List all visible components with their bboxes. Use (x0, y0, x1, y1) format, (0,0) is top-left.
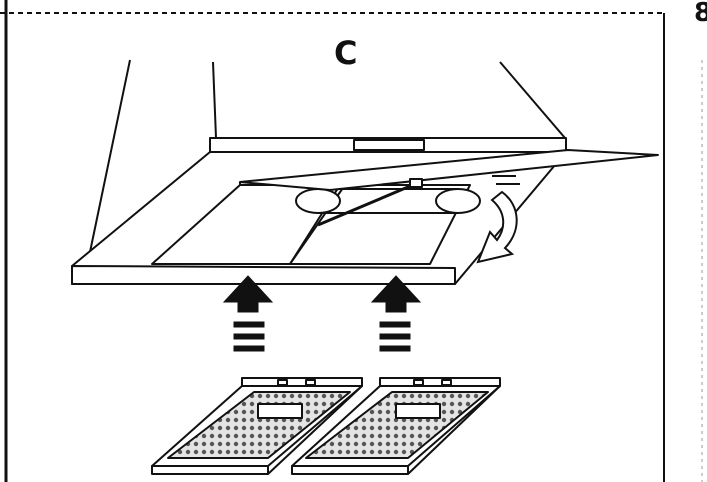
arrow-up-icon (222, 275, 274, 352)
filter-icon (151, 377, 363, 475)
hood-icon (71, 59, 659, 285)
rotate-arrow-icon (476, 175, 520, 264)
next-panel-label: 8 (694, 0, 707, 28)
panel-label: C (334, 34, 358, 72)
panel-frame (0, 0, 665, 482)
arrow-up-icon (370, 275, 422, 352)
filter-icon (291, 377, 501, 475)
